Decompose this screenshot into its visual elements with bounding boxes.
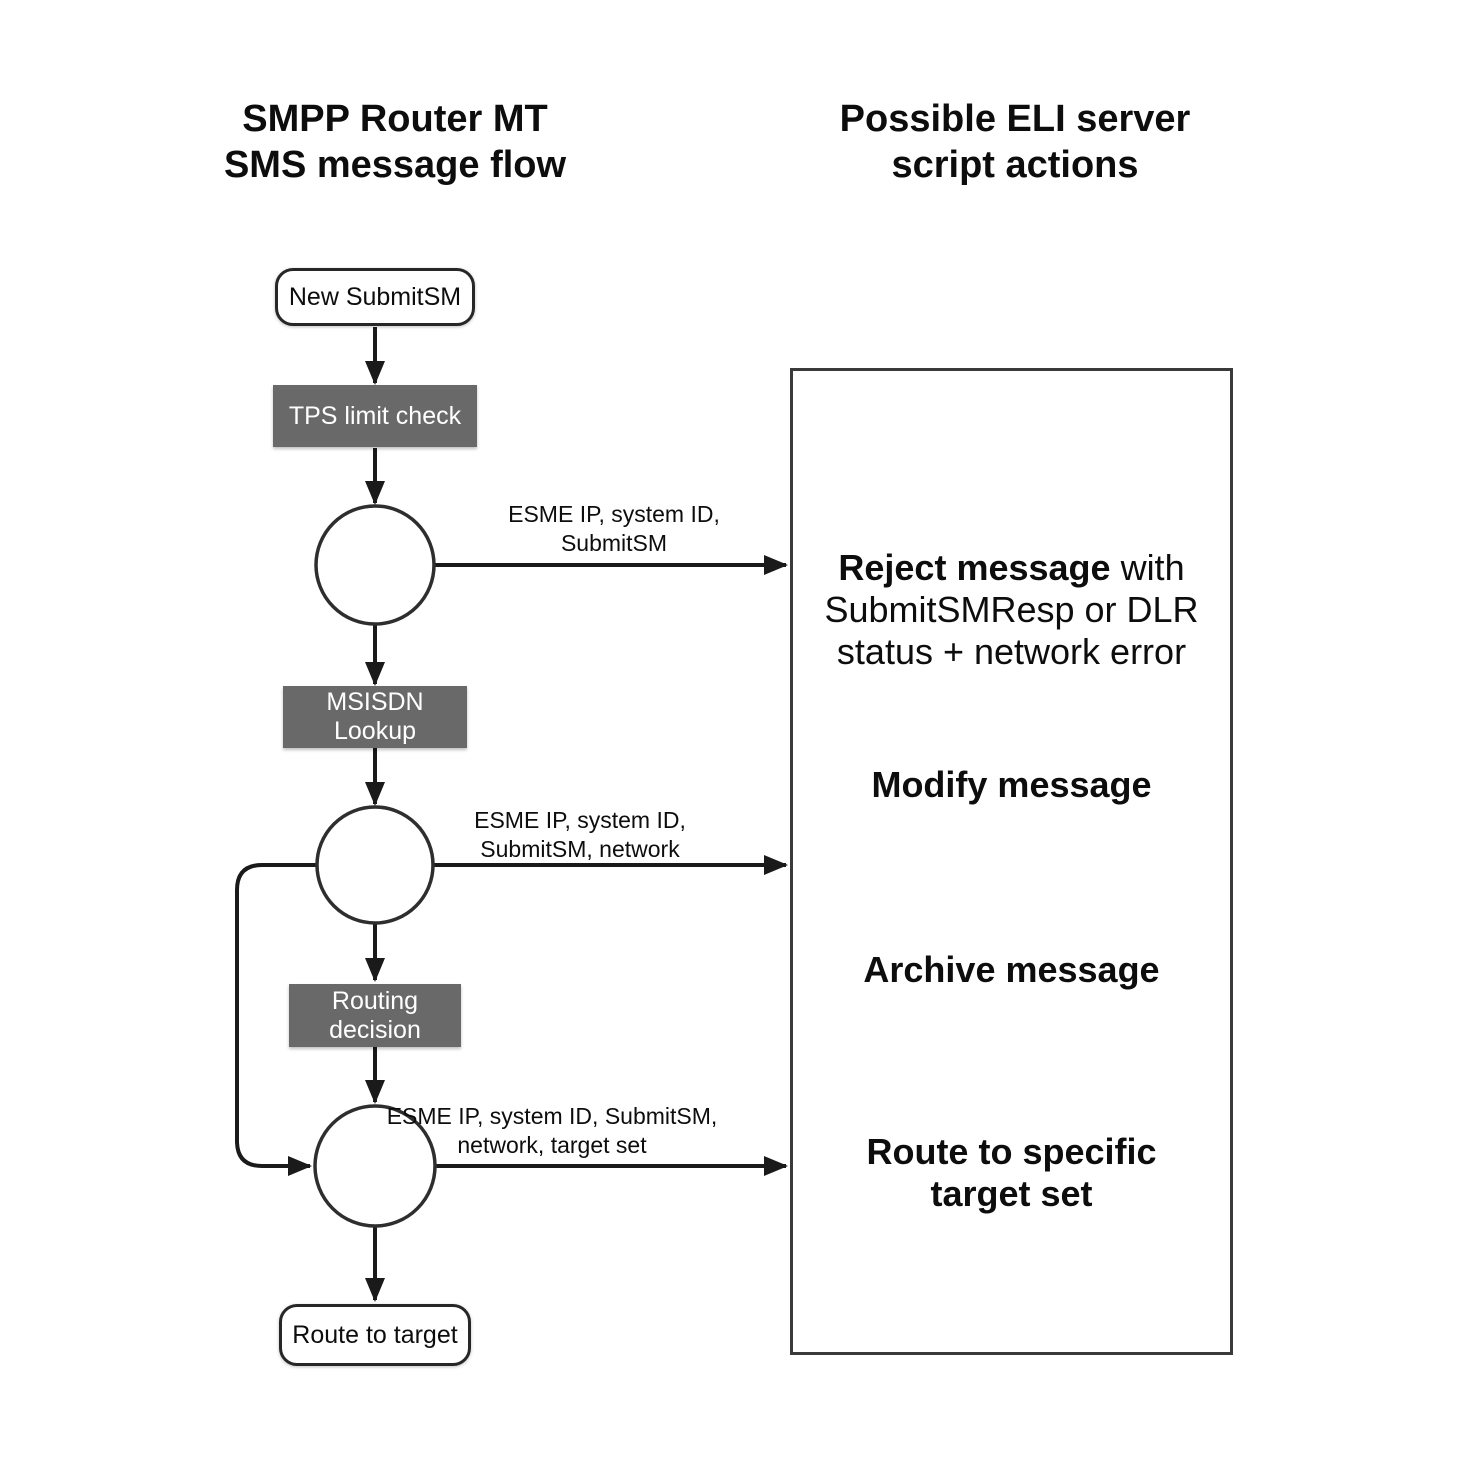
eli-actions-box <box>790 368 1233 1355</box>
node-new-submitsm: New SubmitSM <box>275 268 475 326</box>
action-archive-message: Archive message <box>863 949 1160 990</box>
left-column-title: SMPP Router MT SMS message flow <box>223 98 567 186</box>
junction-circle-3 <box>313 1104 437 1228</box>
action-reject-message-bold: Reject message <box>838 547 1111 588</box>
action-reject-message: Reject message with SubmitSMResp or DLR … <box>793 505 1230 673</box>
action-modify-message: Modify message <box>871 764 1152 805</box>
junction-circle-1 <box>314 504 436 626</box>
node-route-to-target-label: Route to target <box>292 1320 458 1349</box>
node-route-to-target: Route to target <box>279 1304 471 1366</box>
action-reject-message-detail: with SubmitSMResp or DLR status + networ… <box>824 547 1199 672</box>
junction-circle-2 <box>315 805 435 925</box>
action-route-to-target-set: Route to specific target set <box>866 1131 1157 1214</box>
edge-bypass-junction2-to-junction3 <box>235 863 317 1176</box>
node-tps-limit-check-label: TPS limit check <box>288 401 462 430</box>
node-msisdn-lookup-label: MSISDN Lookup <box>326 688 424 745</box>
node-tps-limit-check: TPS limit check <box>273 385 477 447</box>
edge-label-after-tps: ESME IP, system ID, SubmitSM <box>508 501 720 556</box>
right-column-title: Possible ELI server script actions <box>839 98 1191 186</box>
edge-label-after-msisdn: ESME IP, system ID, SubmitSM, network <box>474 807 686 862</box>
node-routing-decision: Routing decision <box>289 984 461 1047</box>
edge-label-after-routing: ESME IP, system ID, SubmitSM, network, t… <box>386 1103 718 1158</box>
node-msisdn-lookup: MSISDN Lookup <box>283 686 467 748</box>
node-new-submitsm-label: New SubmitSM <box>288 282 462 311</box>
node-routing-decision-label: Routing decision <box>329 986 421 1044</box>
